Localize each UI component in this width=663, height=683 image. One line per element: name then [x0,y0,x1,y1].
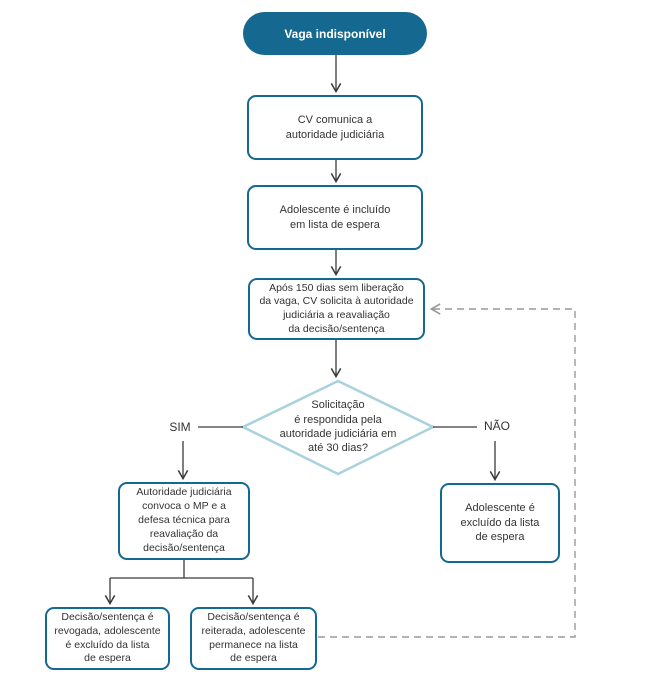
node-waitlist: Adolescente é incluído em lista de esper… [247,185,423,250]
edge-feedback-loop [318,303,576,638]
branch-label-nao: NÃO [483,419,510,433]
node-reiterated: Decisão/sentença é reiterada, adolescent… [190,607,317,670]
node-notify: CV comunica a autoridade judiciária [247,95,423,160]
node-excluded-no-label: Adolescente é excluído da lista de esper… [460,502,540,544]
node-start: Vaga indisponível [243,12,427,55]
node-after150-label: Após 150 dias sem liberação da vaga, CV … [259,281,414,335]
node-start-label: Vaga indisponível [284,26,386,41]
decision-diamond-shape [240,379,436,476]
node-excluded-no: Adolescente é excluído da lista de esper… [440,483,560,563]
node-convoke-label: Autoridade judiciária convoca o MP e a d… [136,486,232,554]
node-decision-label: Solicitação é respondida pela autoridade… [279,399,397,455]
node-revoked-label: Decisão/sentença é revogada, adolescente… [54,611,161,665]
node-notify-label: CV comunica a autoridade judiciária [285,113,385,141]
node-decision: Solicitação é respondida pela autoridade… [251,388,425,466]
node-after150: Após 150 dias sem liberação da vaga, CV … [248,278,425,340]
branch-label-sim: SIM [169,420,191,434]
node-waitlist-label: Adolescente é incluído em lista de esper… [279,203,391,231]
node-revoked: Decisão/sentença é revogada, adolescente… [45,607,170,670]
node-convoke: Autoridade judiciária convoca o MP e a d… [118,482,250,560]
node-reiterated-label: Decisão/sentença é reiterada, adolescent… [201,611,306,665]
